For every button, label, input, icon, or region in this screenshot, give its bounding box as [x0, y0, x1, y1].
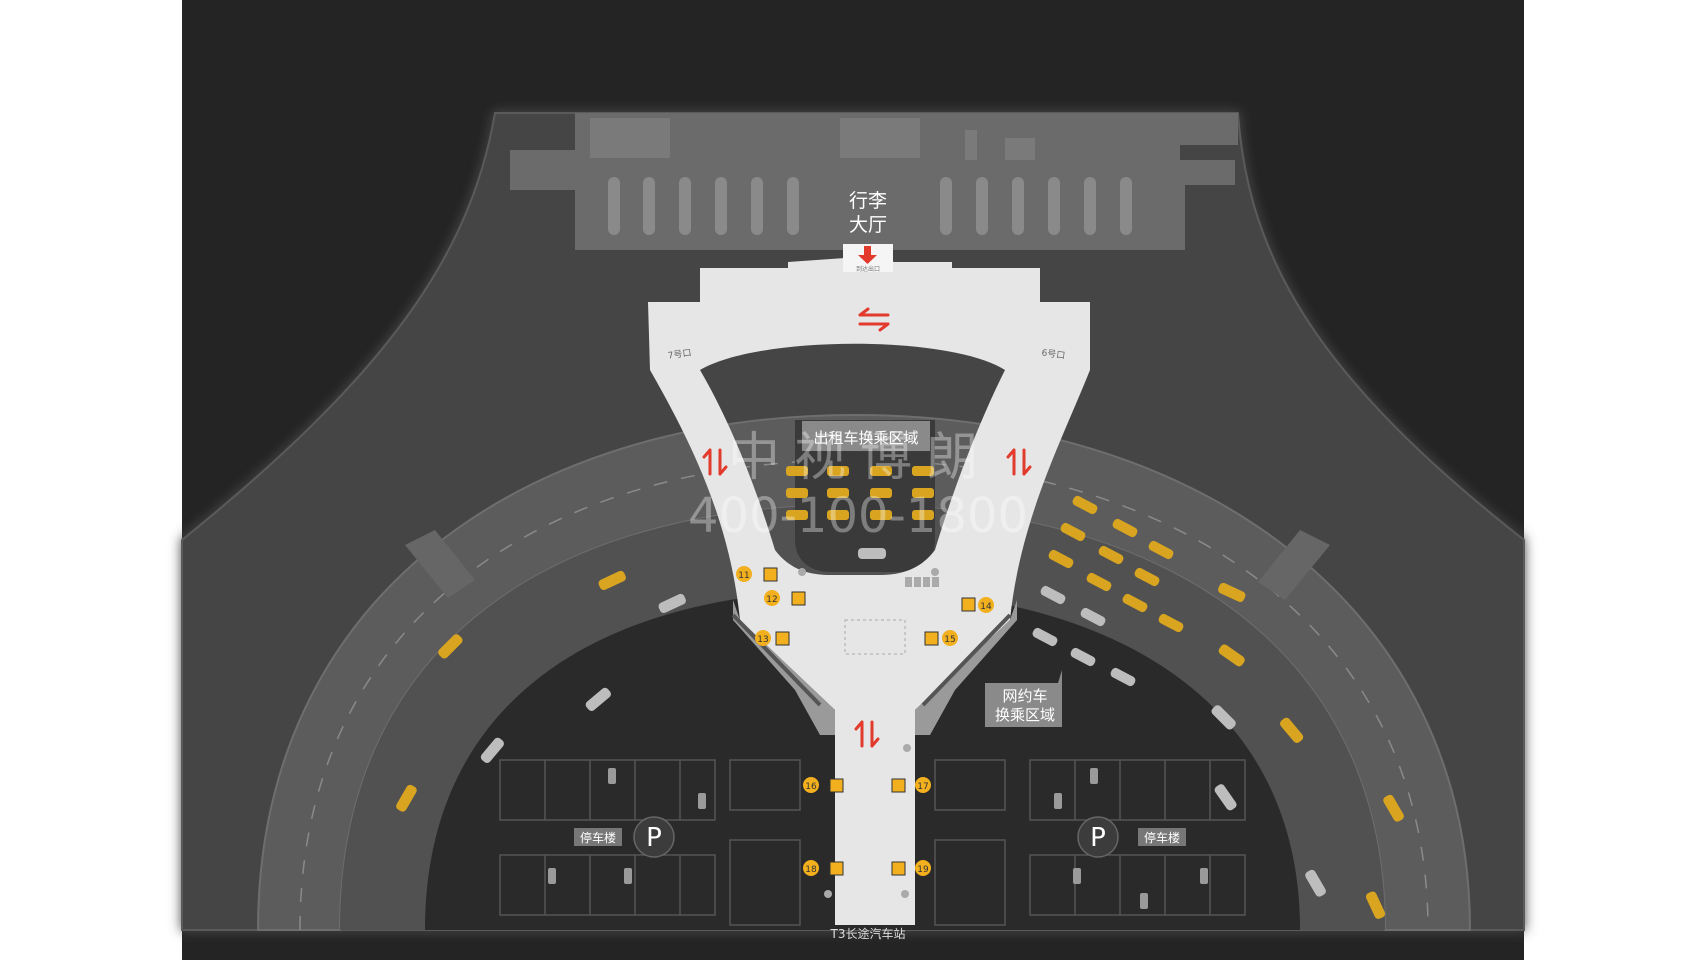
parking-label-box-right [1138, 828, 1186, 846]
watermark-name: 中视博朗 [728, 428, 992, 488]
terminal-inner-walls [590, 118, 1035, 160]
stop-marker-icon [942, 630, 958, 646]
stop-marker-icon [915, 777, 931, 793]
stop-number-14: 14 [980, 602, 992, 612]
bidirectional-arrow-icon [858, 307, 890, 332]
stop-number-19: 19 [917, 865, 929, 875]
stop-square [961, 597, 976, 612]
stop-number-18: 18 [805, 865, 817, 875]
stop-square [775, 631, 790, 646]
bidirectional-arrow-icon-left [702, 448, 728, 476]
car-icon [858, 548, 886, 559]
baggage-hall-label-line1: 行李 [849, 190, 887, 212]
stop-square [891, 778, 906, 793]
taxi-zone-box [802, 421, 930, 451]
walkway-shadow-right [915, 600, 1017, 735]
stop-marker-icon [803, 860, 819, 876]
taxi-icon [598, 570, 626, 591]
stop-number-16: 16 [805, 782, 817, 792]
taxi-icon [1365, 891, 1386, 919]
ride-hail-box [985, 670, 1062, 727]
car-icons [480, 585, 1326, 897]
stop-square [829, 861, 844, 876]
taxi-bay [795, 420, 935, 572]
parking-label-left: 停车楼 [580, 830, 616, 845]
stop-square [829, 778, 844, 793]
stop-number-12: 12 [766, 595, 777, 605]
arrival-exit-caption: 到达出口 [856, 265, 880, 273]
ride-hail-label-line1: 网约车 [1002, 687, 1047, 705]
stop-marker-icon [978, 597, 994, 613]
ramp-left [405, 530, 475, 598]
taxi-icon [438, 634, 463, 659]
taxi-queue-right [1048, 495, 1184, 633]
rail-left [731, 613, 822, 707]
stop-marker-icon [736, 566, 752, 582]
road-ring-inner [340, 505, 1385, 930]
stop-square [763, 567, 778, 582]
stop-number-13: 13 [757, 635, 768, 645]
stop-marker-icon [764, 590, 780, 606]
taxi-icon [396, 784, 417, 812]
baggage-hall-label-line2: 大厅 [849, 214, 887, 236]
taxi-zone-label: 出租车换乘区域 [813, 429, 918, 447]
taxi-bay-cars [786, 466, 934, 520]
parking-icon [633, 816, 675, 858]
parking-icon [1077, 816, 1119, 858]
ride-hail-label-line2: 换乘区域 [995, 706, 1055, 724]
stop-number-17: 17 [917, 782, 928, 792]
stop-marker-icon [803, 777, 819, 793]
stop-square [891, 861, 906, 876]
stop-square [924, 631, 939, 646]
walkway [648, 258, 1090, 925]
taxi-icon [1383, 794, 1404, 822]
bidirectional-arrow-icon-right [1006, 448, 1032, 476]
parking-structure-left [499, 759, 801, 926]
bus-station-label: T3长途汽车站 [830, 926, 906, 941]
center-zone [844, 619, 906, 655]
stop-number-11: 11 [738, 571, 749, 581]
stop-marker-icon [755, 630, 771, 646]
stop-number-15: 15 [944, 635, 955, 645]
gate-label-right: 6号口 [1041, 347, 1066, 361]
parking-icon-letter-right: P [1090, 823, 1106, 853]
stop-markers: 11 12 13 14 15 16 17 18 19 [736, 566, 994, 876]
stop-square [791, 591, 806, 606]
taxi-icon [1218, 644, 1245, 667]
gate-label-left: 7号口 [667, 347, 692, 361]
parking-label-right: 停车楼 [1144, 830, 1180, 845]
parking-icon-letter-left: P [646, 823, 662, 853]
parked-cars [548, 768, 1208, 909]
ramp-right [1258, 530, 1330, 600]
parking-label-box-left [574, 828, 622, 846]
stop-marker-icon [915, 860, 931, 876]
bollards [798, 568, 939, 898]
taxi-icon [1218, 582, 1246, 603]
taxi-icons [396, 570, 1404, 919]
bidirectional-arrow-icon-bottom [854, 720, 880, 748]
watermark-phone: 400-100-1800 [688, 488, 1028, 544]
terminal-columns [608, 177, 1132, 235]
rail-right [921, 613, 1012, 707]
parking-structure-right [934, 759, 1246, 926]
down-arrow-icon [858, 246, 877, 264]
taxi-icon [1280, 717, 1304, 743]
